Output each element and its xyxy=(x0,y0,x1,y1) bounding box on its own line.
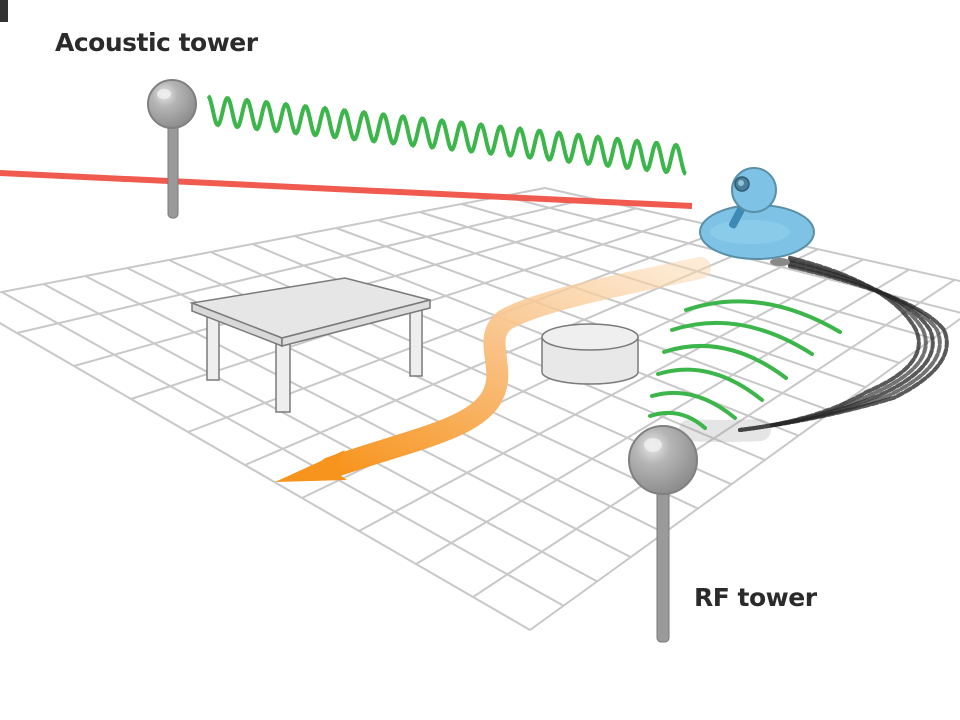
tire-track-line xyxy=(738,257,928,432)
rf-wave-arc xyxy=(650,390,737,420)
rf-waves xyxy=(648,299,842,430)
grid-line xyxy=(415,268,910,565)
grid-line xyxy=(0,187,546,294)
acoustic-tower-label: Acoustic tower xyxy=(55,28,258,57)
acoustic-tower xyxy=(147,79,197,219)
table-obstacle xyxy=(189,277,431,413)
cropped-label-fragment xyxy=(0,0,8,22)
rf-wave-arc xyxy=(648,411,707,430)
rf-wave-arc xyxy=(684,299,842,334)
tire-tracks xyxy=(679,255,949,442)
grid-line xyxy=(472,278,956,598)
acoustic-wave xyxy=(206,94,687,176)
cylinder-obstacle xyxy=(541,323,639,385)
robot-path-arrow xyxy=(275,257,711,482)
rf-wave-arc xyxy=(670,320,814,356)
grid-line xyxy=(529,317,960,631)
tire-track-line xyxy=(738,264,949,432)
rf-wave-arc xyxy=(656,367,764,402)
tire-track-fade xyxy=(679,419,771,442)
rf-tower-label: RF tower xyxy=(694,583,817,612)
rf-wave-arc xyxy=(662,344,788,380)
camera-robot xyxy=(699,167,815,266)
grid-line xyxy=(16,197,591,334)
rf-tower xyxy=(628,425,698,643)
laser-line xyxy=(0,170,693,209)
